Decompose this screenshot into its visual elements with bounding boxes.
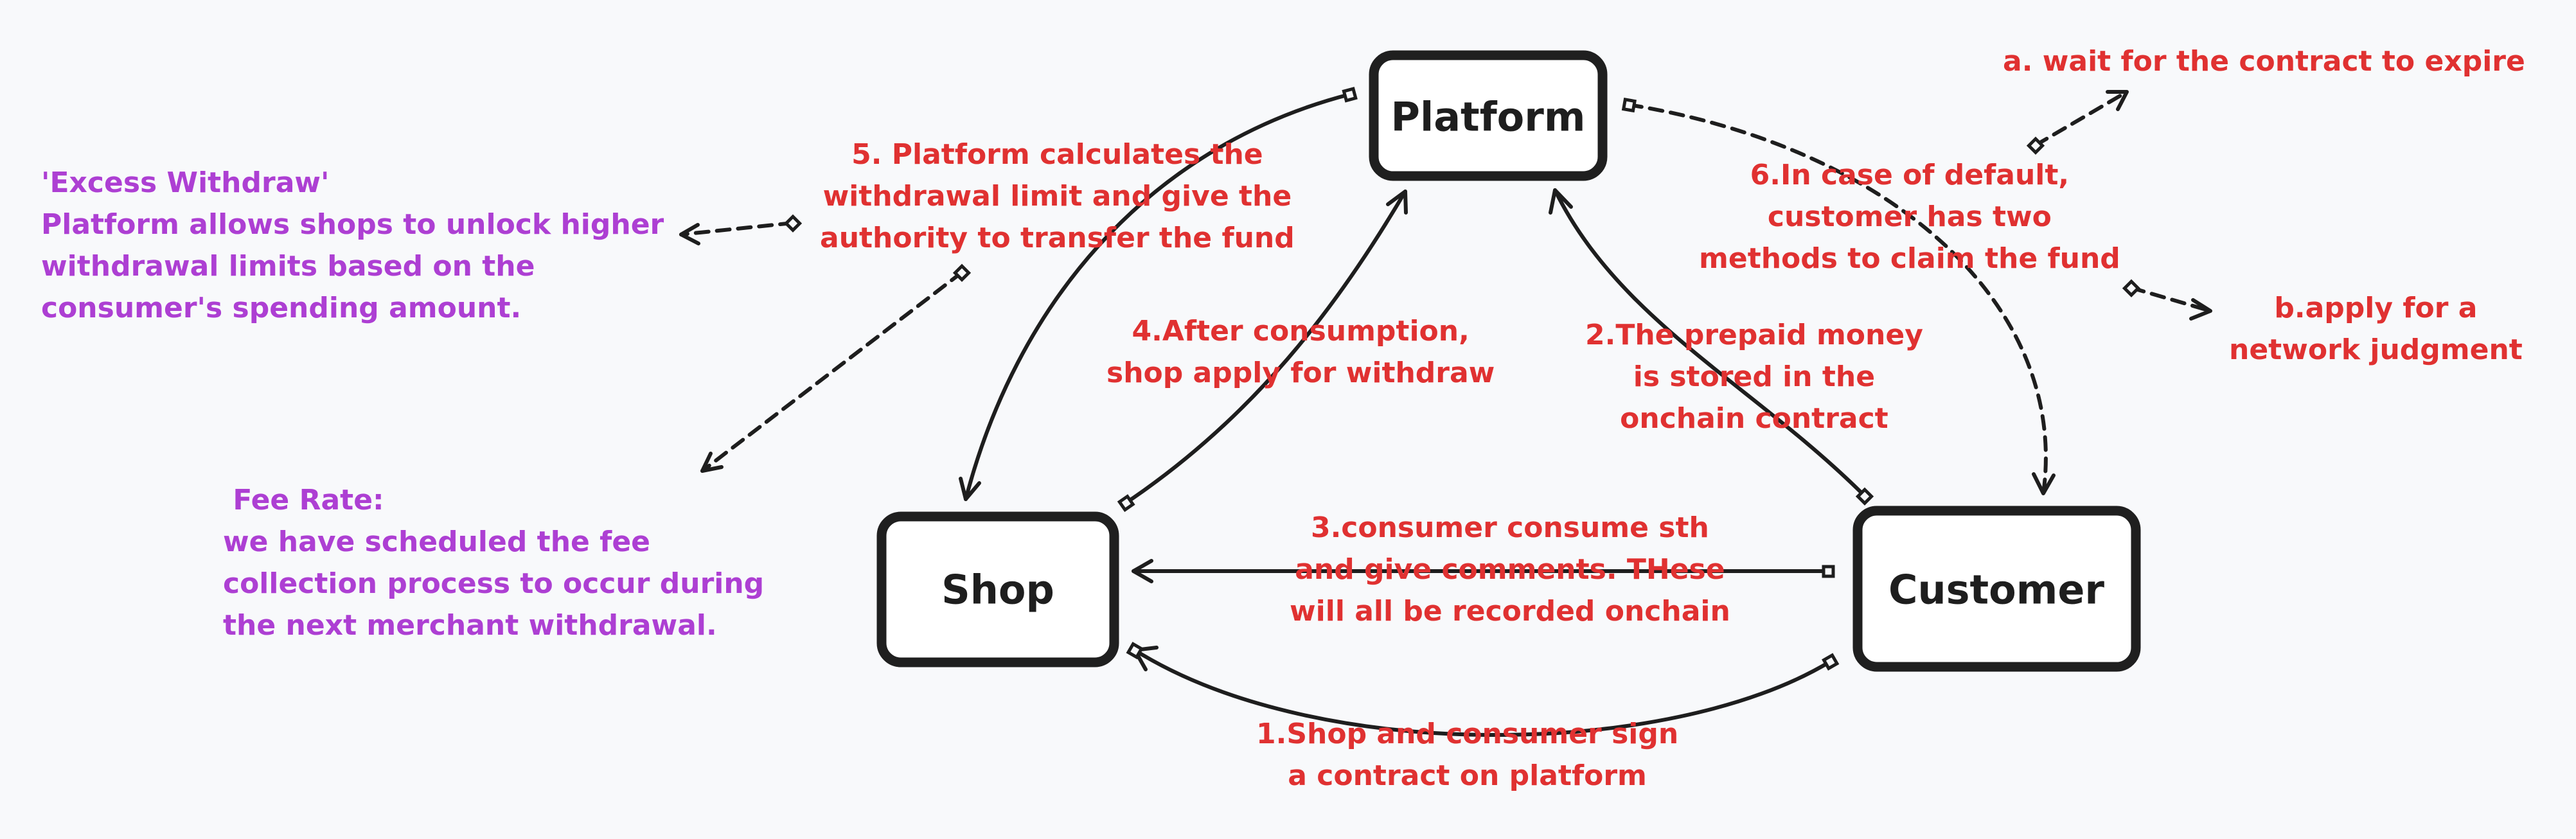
connector-to-excess-withdraw bbox=[679, 214, 803, 245]
connector-to-fee-rate bbox=[700, 263, 972, 473]
edge-prepaid-money bbox=[1549, 188, 1874, 506]
shop-node[interactable]: Shop bbox=[876, 511, 1119, 667]
step1-label: 1.Shop and consumer sign a contract on p… bbox=[1256, 718, 1679, 792]
step6-label: 6.In case of default, customer has two m… bbox=[1699, 159, 2120, 275]
step4-label: 4.After consumption, shop apply for with… bbox=[1106, 315, 1495, 389]
step2-label: 2.The prepaid money is stored in the onc… bbox=[1585, 319, 1923, 435]
connector-to-option-b bbox=[2122, 279, 2212, 321]
option-b-label: b.apply for a network judgment bbox=[2229, 292, 2523, 366]
connector-to-option-a bbox=[2026, 90, 2129, 155]
customer-node-label: Customer bbox=[1888, 567, 2104, 614]
edge-apply-withdraw bbox=[1117, 190, 1408, 513]
platform-node[interactable]: Platform bbox=[1369, 50, 1608, 181]
edge-default-claim bbox=[1621, 97, 2056, 495]
edge-withdraw-limit bbox=[959, 87, 1358, 501]
platform-node-label: Platform bbox=[1391, 94, 1586, 141]
edge-consume bbox=[1132, 559, 1835, 583]
fee-rate-note: Fee Rate: we have scheduled the fee coll… bbox=[223, 484, 765, 642]
customer-node[interactable]: Customer bbox=[1852, 506, 2141, 672]
step5-label: 5. Platform calculates the withdrawal li… bbox=[820, 138, 1295, 254]
edge-contract-sign bbox=[1126, 642, 1840, 737]
shop-node-label: Shop bbox=[941, 567, 1054, 614]
excess-withdraw-note: 'Excess Withdraw' Platform allows shops … bbox=[41, 166, 664, 324]
option-a-label: a. wait for the contract to expire bbox=[2003, 45, 2525, 78]
step3-label: 3.consumer consume sth and give comments… bbox=[1290, 511, 1730, 628]
